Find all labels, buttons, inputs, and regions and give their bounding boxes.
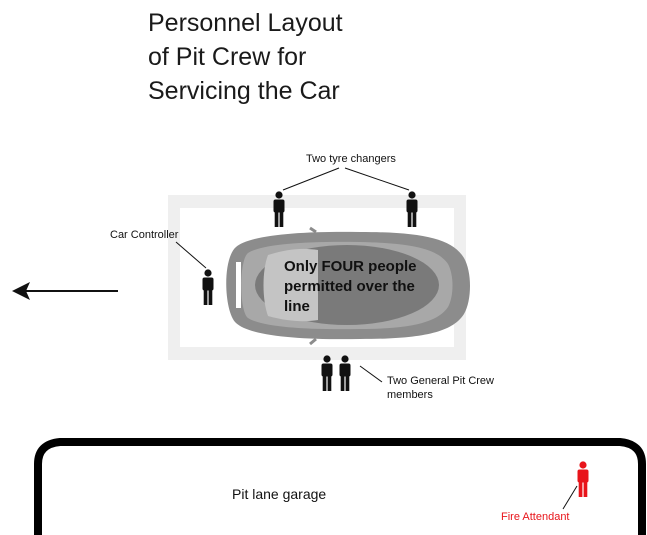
label-tyre-changers: Two tyre changers	[306, 153, 396, 165]
leader-line-tyre-left	[282, 167, 340, 191]
car-icon	[226, 226, 470, 346]
title-line-2: of Pit Crew for	[148, 43, 307, 71]
person-icon-general-crew-1	[321, 355, 333, 391]
label-general-crew-line-1: Two General Pit Crew	[387, 375, 494, 387]
car-notice: Only FOUR people permitted over the line	[284, 257, 454, 317]
diagram-title: Personnel Layout of Pit Crew for Servici…	[148, 6, 448, 108]
leader-line-car-controller	[175, 241, 207, 269]
car-notice-line-1: Only FOUR people	[284, 258, 417, 275]
label-fire-attendant: Fire Attendant	[501, 511, 570, 523]
title-line-1: Personnel Layout	[148, 9, 343, 37]
label-pit-lane-garage: Pit lane garage	[232, 486, 327, 502]
garage-outline	[34, 438, 646, 535]
label-general-crew-line-2: members	[387, 389, 433, 401]
car-notice-line-3: line	[284, 298, 310, 315]
person-icon-fire-attendant	[577, 461, 589, 497]
car-notice-line-2: permitted over the	[284, 278, 415, 295]
leader-line-tyre-right	[344, 167, 410, 191]
leader-line-fire-attendant	[562, 485, 578, 510]
label-car-controller: Car Controller	[110, 229, 179, 241]
leader-line-general-crew	[359, 365, 383, 383]
person-icon-general-crew-2	[339, 355, 351, 391]
arrow-left-icon	[12, 282, 118, 300]
title-line-3: Servicing the Car	[148, 77, 340, 105]
